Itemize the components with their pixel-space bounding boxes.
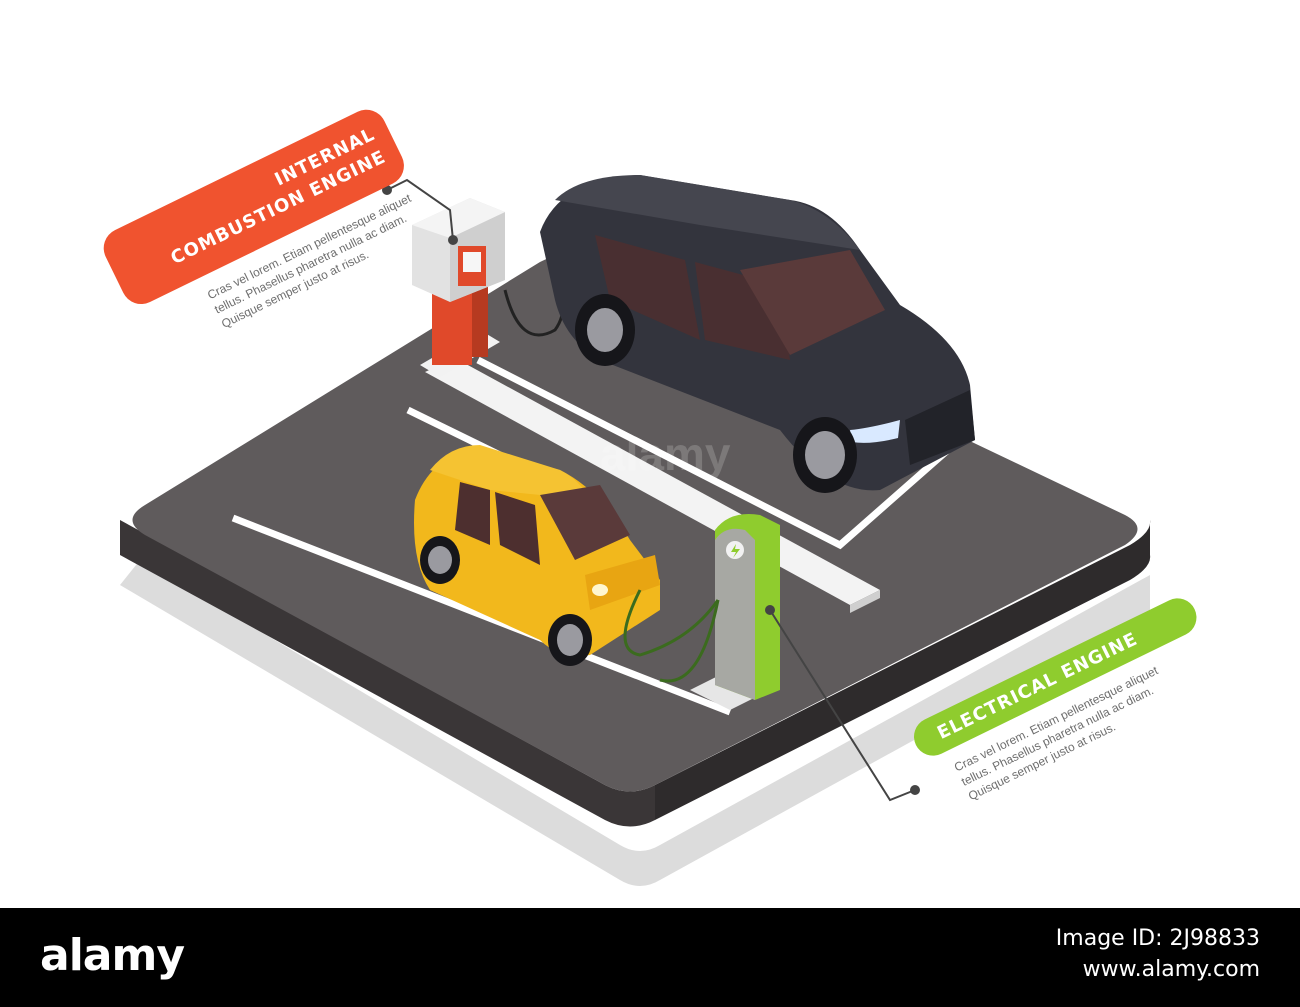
platform-side-left [120,520,655,827]
yellow-ev-car [414,445,660,666]
ice-callout: INTERNAL COMBUSTION ENGINE Cras vel lore… [103,109,414,331]
ev-wheel-front [548,614,592,666]
leader-line-ev [765,605,920,802]
ev-charger [623,514,780,710]
ice-label-badge [103,109,404,305]
ev-label-badge [913,598,1197,756]
suv-wheel-rear [575,294,635,366]
dark-suv [540,175,975,493]
platform-side-right [655,520,1151,820]
watermark: alamy [600,428,731,480]
suv-wheel-front [793,417,857,493]
stock-footer-bar: alamy Image ID: 2J98833 www.alamy.com [0,908,1300,1007]
site-url-text: www.alamy.com [1082,957,1260,982]
ev-wheel-rear [420,536,460,584]
image-id-text: Image ID: 2J98833 [1055,926,1260,951]
platform-top [132,254,1138,792]
alamy-logo: alamy [40,930,185,981]
footer-info: Image ID: 2J98833 www.alamy.com [1056,926,1260,982]
